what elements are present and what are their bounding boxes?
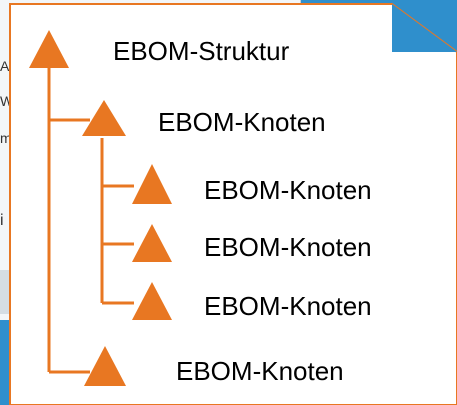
triangle-icon <box>132 224 172 262</box>
tree-node-label: EBOM-Knoten <box>204 232 372 262</box>
background-text-fragment: W <box>0 93 10 109</box>
triangle-icon <box>82 100 126 136</box>
background-text-fragment: m <box>0 130 10 146</box>
triangle-icon <box>132 164 172 204</box>
tree-node-label: EBOM-Knoten <box>204 175 372 205</box>
callout-box <box>9 3 457 405</box>
tree-node-label: EBOM-Knoten <box>204 291 372 321</box>
triangle-icon <box>132 282 172 320</box>
background-text-fragment: i <box>0 212 4 229</box>
tree-node-label: EBOM-Knoten <box>176 356 344 386</box>
background-text-fragment: A <box>0 58 10 74</box>
tree-connectors <box>47 62 134 374</box>
tree-node-label: EBOM-Knoten <box>158 107 326 137</box>
triangle-icon <box>29 30 69 68</box>
triangle-icon <box>84 346 126 386</box>
tree-root-label: EBOM-Struktur <box>113 36 290 66</box>
callout-fold <box>392 4 457 52</box>
